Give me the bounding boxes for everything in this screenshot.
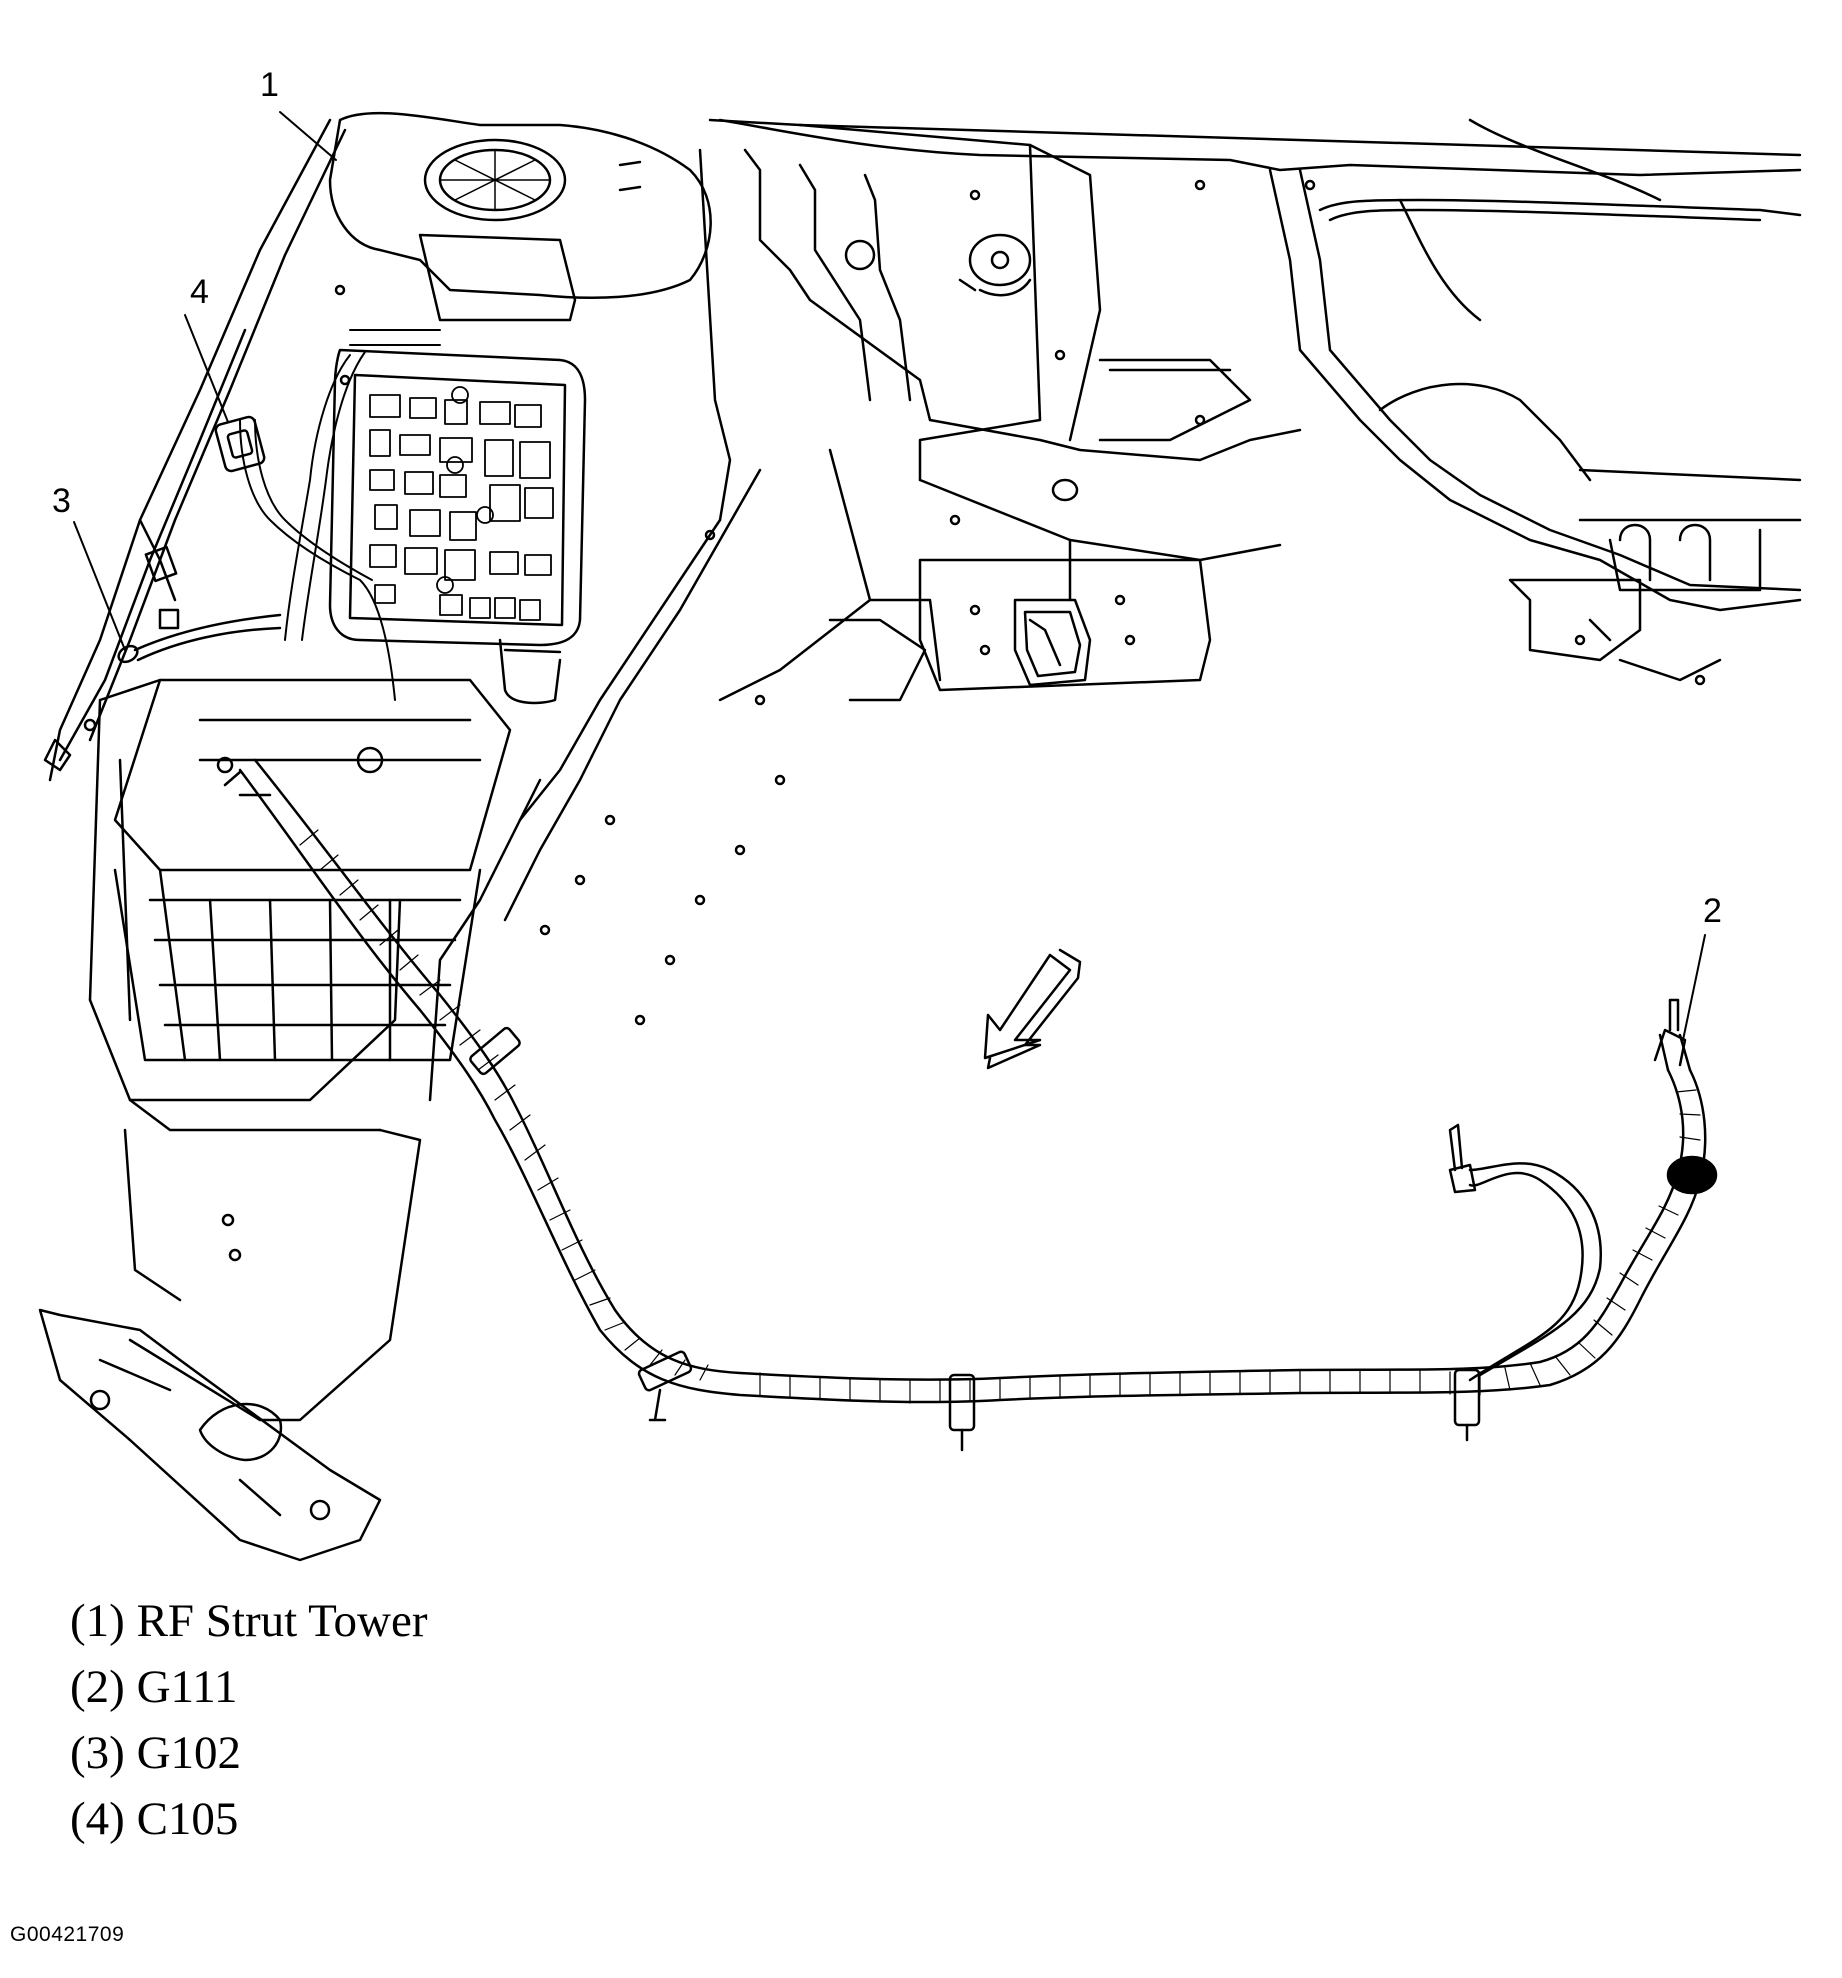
g102-ground-terminal <box>117 613 282 664</box>
front-frame-rail <box>428 148 942 1102</box>
legend-number: (3) <box>70 1727 125 1779</box>
c105-connector <box>214 415 266 473</box>
legend-item: (1) RF Strut Tower <box>70 1588 428 1654</box>
front-rail-bracket <box>828 558 1722 702</box>
callout-2: 2 <box>1703 892 1722 930</box>
front-direction-arrow <box>983 948 1082 1070</box>
legend-label: G102 <box>136 1727 242 1779</box>
figure-id: G00421709 <box>10 1923 125 1946</box>
legend-number: (1) <box>70 1595 125 1647</box>
battery <box>88 678 512 1062</box>
underhood-fuse-block <box>328 233 587 705</box>
callout-4: 4 <box>190 273 209 311</box>
legend-label: RF Strut Tower <box>136 1595 428 1647</box>
callout-1: 1 <box>260 66 279 104</box>
fuse-block-harness <box>239 329 441 701</box>
legend-label: C105 <box>136 1793 239 1845</box>
callout-leader-lines <box>73 111 1706 1041</box>
callout-3: 3 <box>52 482 71 520</box>
legend-item: (4) C105 <box>70 1786 428 1852</box>
legend-item: (3) G102 <box>70 1720 428 1786</box>
component-legend: (1) RF Strut Tower (2) G111 (3) G102 (4)… <box>70 1588 428 1852</box>
battery-tray-and-rail <box>38 898 422 1562</box>
rf-strut-tower <box>328 111 712 386</box>
right-fender-opening <box>1268 118 1802 612</box>
legend-number: (2) <box>70 1661 125 1713</box>
legend-item: (2) G111 <box>70 1654 428 1720</box>
legend-number: (4) <box>70 1793 125 1845</box>
left-fender-structure <box>43 118 347 782</box>
legend-label: G111 <box>136 1661 238 1713</box>
cowl-panel <box>704 118 1802 602</box>
battery-ground-cable <box>238 758 1718 1452</box>
